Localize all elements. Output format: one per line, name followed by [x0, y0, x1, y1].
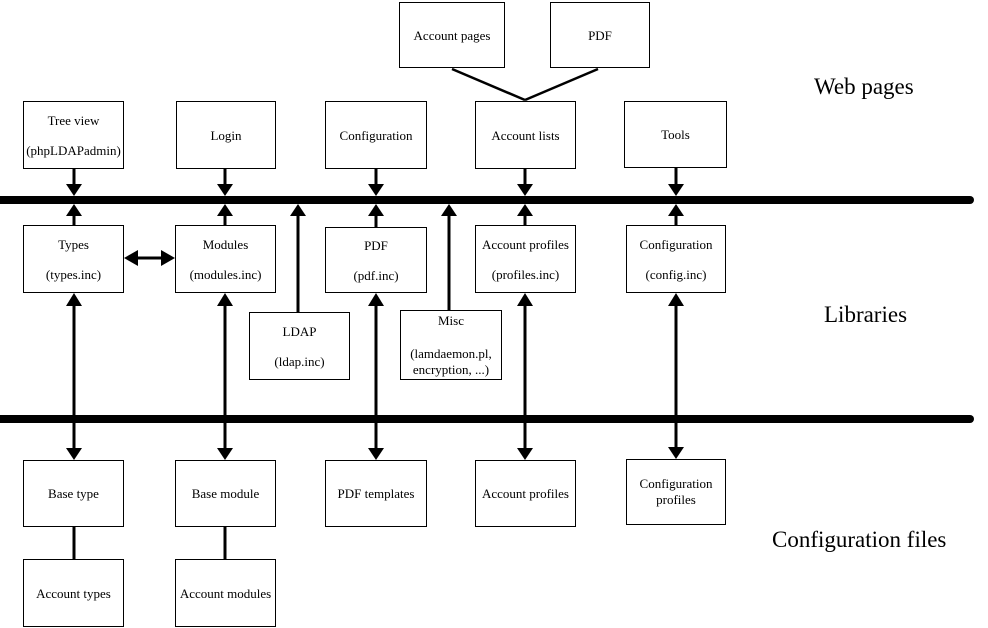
connector-configpage-bus [368, 169, 384, 227]
connector-accountlists-bus [517, 169, 533, 225]
box-types: Types (types.inc) [23, 225, 124, 293]
connector-types-basetype [66, 293, 82, 460]
box-label: Login [210, 127, 242, 143]
box-modules: Modules (modules.inc) [175, 225, 276, 293]
layer-label-libraries: Libraries [824, 302, 908, 327]
connector-misc-bus [441, 204, 457, 310]
box-pdf-templates: PDF templates [325, 460, 427, 527]
box-label: Configuration [639, 236, 713, 252]
box-sublabel: (pdf.inc) [353, 267, 399, 283]
box-label: Account types [36, 585, 111, 601]
box-sublabel: profiles [656, 492, 696, 507]
box-login: Login [176, 101, 276, 169]
layer-label-web-pages: Web pages [814, 74, 914, 99]
box-label: Base module [191, 486, 260, 501]
box-account-types: Account types [23, 559, 124, 627]
box-misc: Misc (lamdaemon.pl, encryption, ...) [400, 310, 502, 380]
box-configuration-page: Configuration [325, 101, 427, 169]
box-account-modules: Account modules [175, 559, 276, 627]
box-base-type: Base type [23, 460, 124, 527]
connector-treeview-bus [66, 169, 82, 225]
box-label: LDAP [282, 323, 317, 339]
connector-account-pages-to-account-lists [451, 67, 526, 102]
box-label: Account profiles [481, 236, 569, 252]
layer-label-configuration-files: Configuration files [772, 527, 947, 552]
box-base-module: Base module [175, 460, 276, 527]
connector-configlib-configprofiles [668, 293, 684, 459]
box-label: PDF [364, 237, 388, 253]
box-sublabel: (modules.inc) [189, 266, 262, 282]
box-sublabel: (ldap.inc) [274, 353, 325, 369]
box-sublabel: (profiles.inc) [491, 266, 560, 282]
box-sublabel: (phpLDAPadmin) [26, 142, 121, 158]
box-pdf-page: PDF [550, 2, 650, 68]
box-label: Configuration [639, 476, 713, 491]
box-label: Account profiles [481, 486, 569, 501]
connector-types-modules [124, 250, 175, 266]
connector-tools-bus [668, 168, 684, 225]
box-tree-view: Tree view (phpLDAPadmin) [23, 101, 124, 169]
box-label: Tools [661, 127, 690, 142]
box-configuration-profiles: Configuration profiles [626, 459, 726, 525]
box-configuration-library: Configuration (config.inc) [626, 225, 726, 293]
box-label: Modules [202, 236, 249, 252]
connector-profileslib-profilesfiles [517, 293, 533, 460]
connector-ldap-bus [290, 204, 306, 312]
box-label: Configuration [339, 127, 413, 143]
box-ldap: LDAP (ldap.inc) [249, 312, 350, 380]
box-sublabel: (lamdaemon.pl, [410, 346, 492, 361]
box-label: Tree view [47, 112, 100, 128]
box-tools: Tools [624, 101, 727, 168]
box-label: PDF [588, 27, 612, 43]
box-label: Account pages [413, 27, 491, 43]
box-label: Account modules [179, 585, 272, 601]
box-label: PDF templates [337, 486, 415, 501]
box-sublabel-group: (lamdaemon.pl, encryption, ...) [410, 346, 492, 378]
box-account-pages: Account pages [399, 2, 505, 68]
box-label: Misc [438, 313, 464, 328]
box-label: Types [58, 236, 89, 252]
box-sublabel: encryption, ...) [412, 362, 490, 377]
box-sublabel: (config.inc) [645, 266, 707, 282]
box-sublabel: (types.inc) [45, 266, 102, 282]
box-account-lists: Account lists [475, 101, 576, 169]
connector-modules-basemodule [217, 293, 233, 460]
box-account-profiles-files: Account profiles [475, 460, 576, 527]
box-pdf-library: PDF (pdf.inc) [325, 227, 427, 293]
box-label: Account lists [491, 127, 560, 143]
box-label: Base type [48, 486, 99, 501]
box-account-profiles-library: Account profiles (profiles.inc) [475, 225, 576, 293]
connector-login-bus [217, 169, 233, 225]
connector-pdf-to-account-lists [524, 67, 599, 102]
connector-pdflib-pdftemplates [368, 293, 384, 460]
